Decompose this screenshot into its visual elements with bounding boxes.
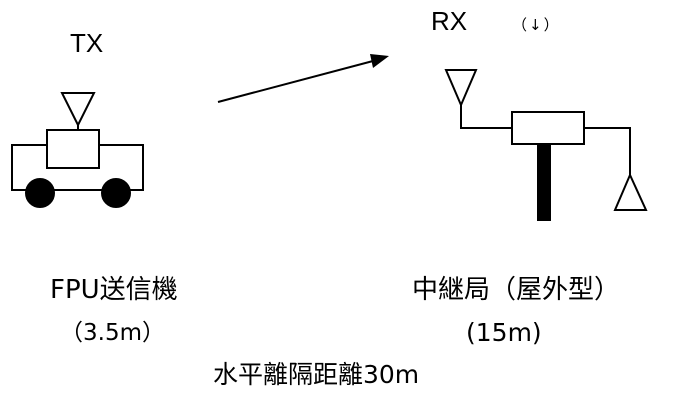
horizontal-distance-label: 水平離隔距離30m [213, 360, 420, 389]
rx-right-feed-line [584, 127, 631, 175]
tx-name: FPU送信機 [50, 275, 178, 305]
rx-receive-antenna-icon [444, 69, 478, 108]
tx-unit-box [46, 129, 100, 169]
rx-relay-station [444, 69, 648, 221]
tx-height: （3.5m） [60, 320, 165, 346]
rx-mast-pole [537, 143, 551, 221]
tx-rear-wheel-icon [101, 178, 131, 208]
rx-unit-box [511, 111, 585, 145]
rx-transmit-antenna-icon [613, 172, 648, 211]
tx-front-wheel-icon [25, 178, 55, 208]
arrow-head-icon [370, 54, 389, 68]
transmission-arrow [217, 54, 389, 103]
tx-vehicle [11, 92, 144, 208]
rx-label: RX [431, 6, 468, 36]
tx-vehicle-body [11, 144, 144, 191]
tx-antenna-icon [60, 92, 96, 128]
tx-label: TX [70, 28, 104, 58]
rx-direction-note: （↓） [512, 16, 561, 34]
rx-name: 中継局（屋外型） [412, 275, 621, 305]
rx-height: (15m) [466, 318, 542, 347]
rx-left-feed-line [460, 105, 512, 129]
